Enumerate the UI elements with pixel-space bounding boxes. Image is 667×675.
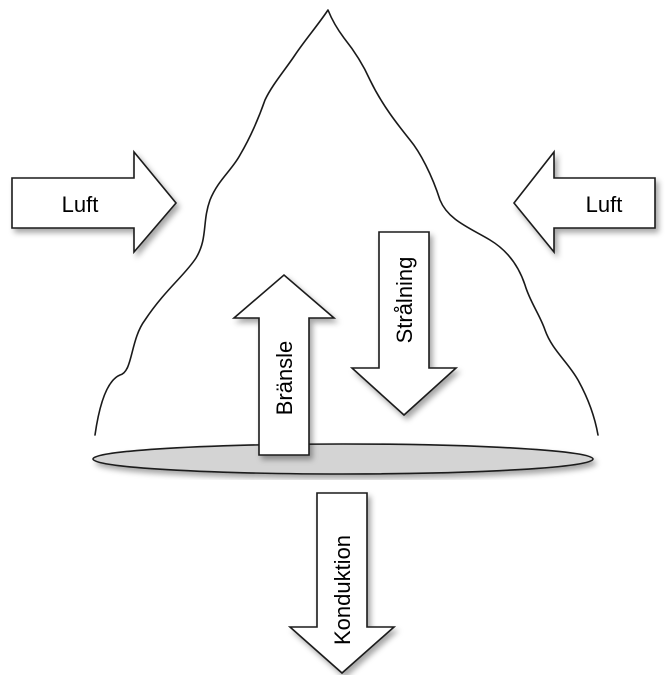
radiation-label: Strålning	[392, 257, 417, 344]
conduction-label: Konduktion	[330, 535, 355, 645]
fuel-arrow: Bränsle	[231, 273, 337, 456]
air-right-label: Luft	[586, 192, 623, 217]
fuel-label: Bränsle	[272, 341, 297, 416]
conduction-arrow: Konduktion	[287, 492, 397, 675]
air-arrow-right: Luft	[512, 149, 656, 255]
air-arrow-left: Luft	[11, 149, 178, 255]
fuel-pool	[92, 443, 594, 475]
radiation-arrow: Strålning	[349, 231, 459, 417]
air-left-label: Luft	[62, 192, 99, 217]
flame-outline	[94, 9, 599, 436]
